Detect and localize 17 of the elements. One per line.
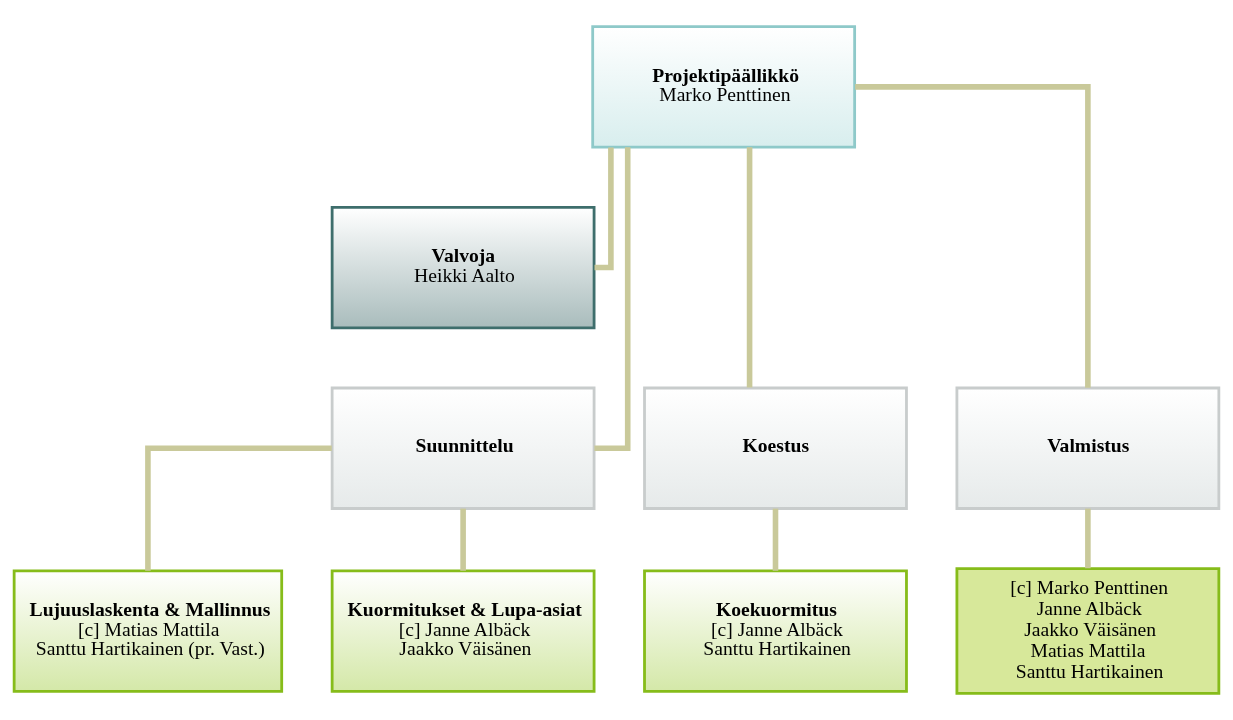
node-box: Kuormitukset & Lupa-asiat [c] Janne Albäck Jaakko Väisänen [330,569,596,693]
connector [772,508,779,571]
node-box: [c] Marko Penttinen Janne Albäck Jaakko Väisänen Matias Mattila Santtu Hartikainen [955,567,1221,695]
connector [594,147,614,271]
node-box: Koestus [643,386,908,510]
connector [855,84,1091,388]
node-box: Valvoja Heikki Aalto [330,205,596,330]
node-box: Projektipäällikkö Marko Penttinen [591,25,857,149]
connector [145,445,332,571]
connector [460,508,466,571]
connector [594,147,631,452]
node-box: Koekuormitus [c] Janne Albäck Santtu Hartikainen [643,569,908,693]
connector [746,147,753,388]
node-box: Valmistus [955,386,1221,510]
node-box: Lujuuslaskenta & Mallinnus [c] Matias Mattila Santtu Hartikainen (pr. Vast.) [12,569,284,693]
node-box: Suunnittelu [330,386,596,510]
connector [1085,508,1091,569]
